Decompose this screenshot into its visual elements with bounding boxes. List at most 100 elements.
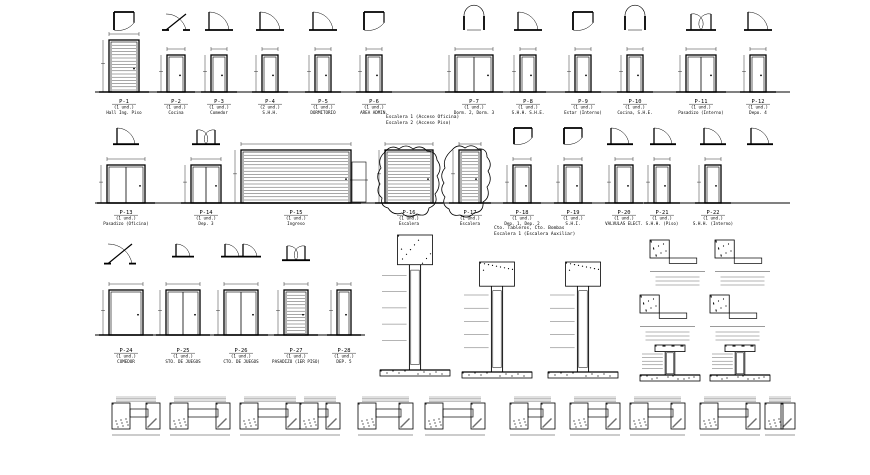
aggregate-dot <box>440 424 442 426</box>
door-location: Pasadizo (Oficina) <box>103 221 148 226</box>
aggregate-dot <box>717 247 720 249</box>
aggregate-dot <box>783 425 785 427</box>
door-leaf-outline <box>521 56 535 93</box>
door-frame <box>614 164 634 204</box>
aggregate-dot <box>742 375 744 377</box>
aggregate-dot <box>429 373 431 375</box>
aggregate-dot <box>568 269 571 271</box>
aggregate-dot <box>153 420 155 422</box>
aggregate-dot <box>429 253 432 255</box>
aggregate-dot <box>778 418 780 420</box>
aggregate-dot <box>640 295 642 297</box>
door-handle <box>710 74 712 77</box>
aggregate-dot <box>607 426 609 428</box>
door-qty: (1 und.) <box>614 216 634 221</box>
aggregate-dot <box>715 309 717 311</box>
door-leaf-outline <box>263 56 277 93</box>
door-code: P-15 <box>290 210 303 216</box>
aggregate-dot <box>372 421 374 423</box>
aggregate-dot <box>785 423 787 425</box>
door-handle <box>345 313 347 316</box>
aggregate-dot <box>671 403 673 405</box>
door-location: Estar (Interno) <box>564 110 602 115</box>
row1-note: Escalera 1 (Acceso Oficina) <box>386 114 459 120</box>
swing-arc <box>610 127 630 145</box>
aggregate-dot <box>676 422 678 424</box>
aggregate-dot <box>581 265 584 267</box>
aggregate-dot <box>400 248 403 250</box>
aggregate-dot <box>677 378 679 380</box>
aggregate-dot <box>710 295 712 297</box>
aggregate-dot <box>429 423 431 425</box>
aggregate-dot <box>712 302 715 304</box>
aggregate-dot <box>727 243 730 245</box>
door-leaf-outline <box>110 41 138 93</box>
aggregate-dot <box>479 262 482 264</box>
aggregate-dot <box>286 403 288 405</box>
door-leaf <box>107 243 133 265</box>
aggregate-dot <box>725 252 727 254</box>
aggregate-dot <box>154 419 156 421</box>
aggregate-dot <box>700 403 702 405</box>
aggregate-dot <box>713 303 715 305</box>
aggregate-dot <box>477 421 479 423</box>
wall-block <box>169 402 189 430</box>
swing-arc <box>747 11 769 31</box>
aggregate-dot <box>293 420 295 422</box>
door-qty: (1 und.) <box>334 354 354 359</box>
door-leaf-outline <box>110 291 142 336</box>
wall-block <box>670 402 686 430</box>
door-code: P-3 <box>214 99 224 105</box>
floor-slab <box>547 371 619 379</box>
door-location: PASADIZO (1ER PISO) <box>272 359 320 364</box>
aggregate-dot <box>573 264 576 266</box>
door-code: P-13 <box>120 210 133 216</box>
aggregate-dot <box>657 245 660 247</box>
aggregate-dot <box>222 421 224 423</box>
aggregate-dot <box>755 418 757 420</box>
frame-plan <box>728 312 758 319</box>
aggregate-dot <box>499 375 501 377</box>
door-qty: (1 und.) <box>166 105 186 110</box>
aggregate-dot <box>642 302 645 304</box>
aggregate-dot <box>613 420 615 422</box>
aggregate-dot <box>476 422 478 424</box>
door-qty: (1 und.) <box>313 105 333 110</box>
door-code: P-12 <box>752 99 765 105</box>
aggregate-dot <box>441 373 443 375</box>
aggregate-dot <box>335 418 337 420</box>
aggregate-dot <box>639 422 641 424</box>
door-location: Comedor <box>210 110 228 115</box>
door-qty: (1 und.) <box>286 216 306 221</box>
aggregate-dot <box>291 422 293 424</box>
door-code: P-10 <box>629 99 642 105</box>
aggregate-dot <box>716 375 718 377</box>
swing-arc <box>286 245 298 261</box>
door-code: P-6 <box>369 99 379 105</box>
door-location: S.H.I. <box>565 221 580 226</box>
door-location: Hall Ing. Piso <box>106 110 142 115</box>
wall-block <box>764 402 784 430</box>
aggregate-dot <box>225 418 227 420</box>
door-location: Ingreso <box>287 221 305 226</box>
aggregate-dot <box>710 425 712 427</box>
door-code: P-7 <box>469 99 479 105</box>
door-leaf-section <box>578 290 588 368</box>
door-leaf-outline <box>706 166 720 204</box>
aggregate-dot <box>591 373 593 375</box>
aggregate-dot <box>720 254 722 256</box>
aggregate-dot <box>710 296 712 298</box>
aggregate-dot <box>753 420 755 422</box>
aggregate-dot <box>662 345 664 347</box>
aggregate-dot <box>366 419 368 421</box>
aggregate-dot <box>770 426 772 428</box>
aggregate-dot <box>425 403 427 405</box>
aggregate-dot <box>255 424 257 426</box>
wall-block <box>605 402 621 430</box>
door-code: P-4 <box>265 99 275 105</box>
door-leaf-section <box>666 352 674 375</box>
aggregate-dot <box>589 267 592 269</box>
aggregate-dot <box>170 403 172 405</box>
aggregate-dot <box>708 419 710 421</box>
door-code: P-8 <box>523 99 533 105</box>
